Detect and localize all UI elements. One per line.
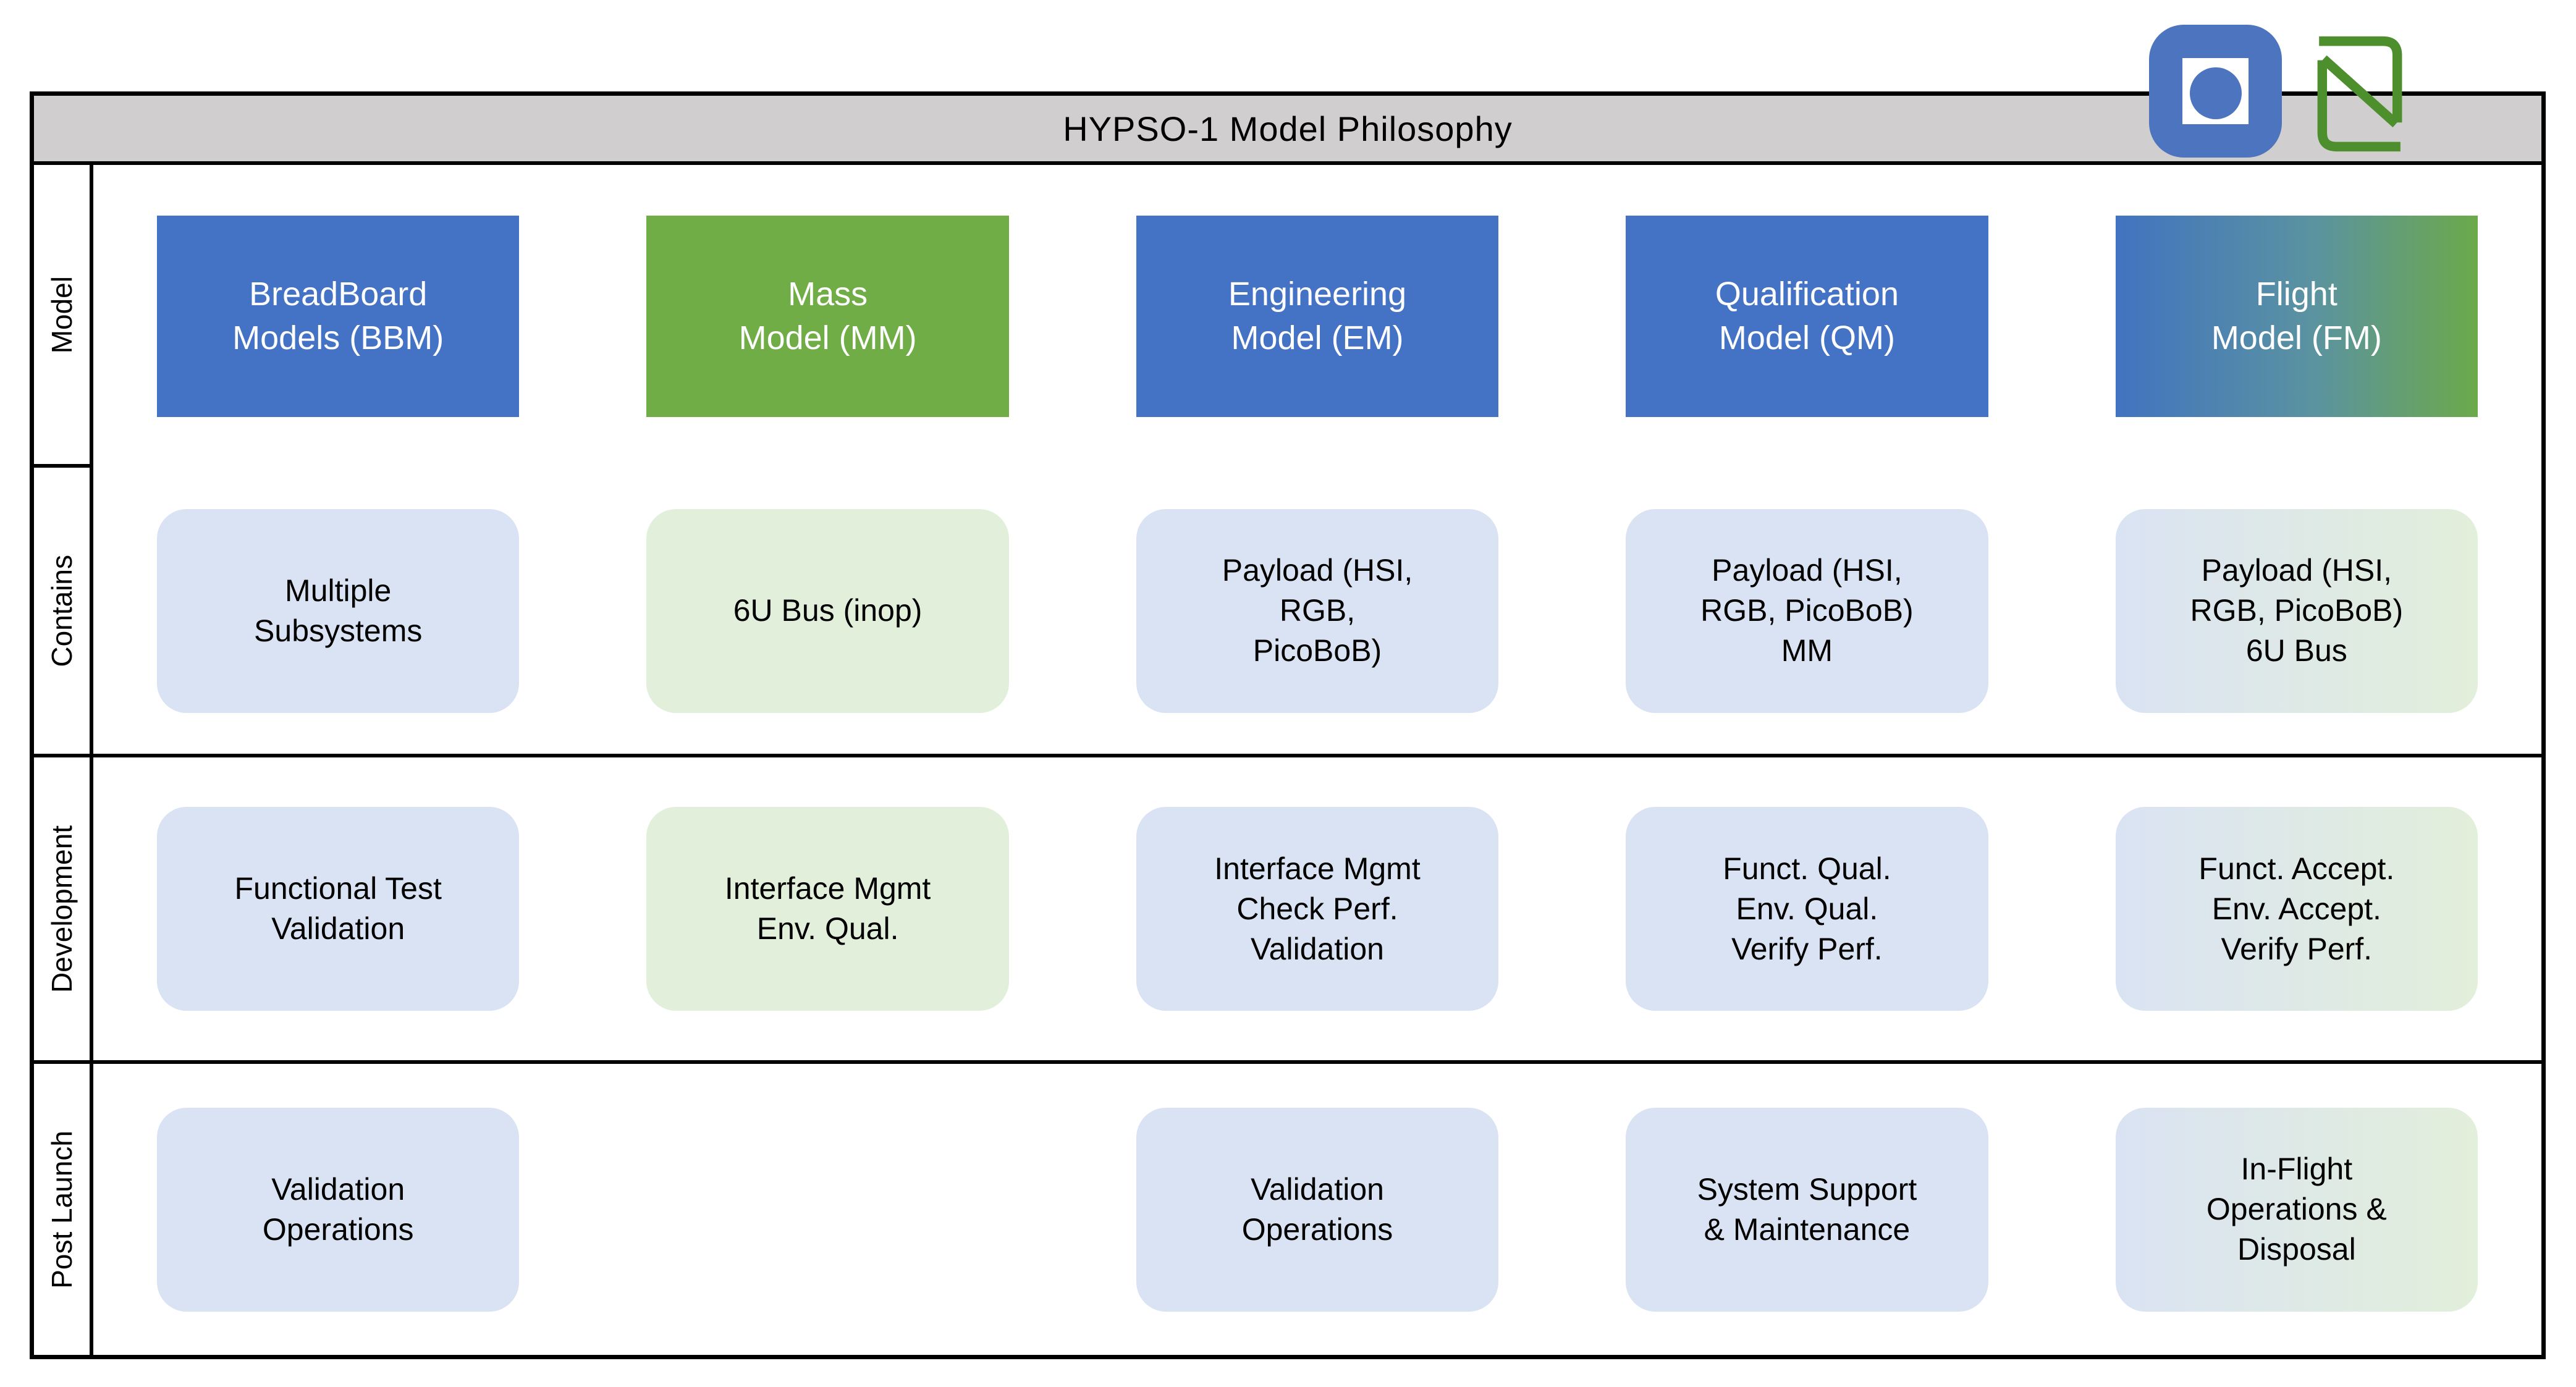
row-label-post-launch-text: Post Launch bbox=[46, 1130, 78, 1289]
cell-slot-contains-em: Payload (HSI, RGB, PicoBoB) bbox=[1073, 468, 1562, 754]
row-label-development-text: Development bbox=[46, 825, 78, 993]
cell-development-qm: Funct. Qual. Env. Qual. Verify Perf. bbox=[1626, 807, 1988, 1011]
cell-contains-em: Payload (HSI, RGB, PicoBoB) bbox=[1136, 508, 1499, 713]
row-label-contains-text: Contains bbox=[46, 554, 78, 667]
row-label-development: Development bbox=[34, 757, 93, 1064]
cell-slot-contains-qm: Payload (HSI, RGB, PicoBoB) MM bbox=[1562, 468, 2051, 754]
row-label-post-launch: Post Launch bbox=[34, 1064, 93, 1355]
row-label-model: Model bbox=[34, 165, 93, 468]
cell-post-launch-qm: System Support & Maintenance bbox=[1626, 1107, 1988, 1312]
row-model: Model BreadBoard Models (BBM) Mass Model… bbox=[34, 165, 2541, 468]
cell-slot-development-bbm: Functional Test Validation bbox=[93, 757, 583, 1060]
row-post-launch: Post Launch Validation Operations Valida… bbox=[34, 1064, 2541, 1355]
page-title: HYPSO-1 Model Philosophy bbox=[34, 96, 2541, 165]
cell-contains-fm: Payload (HSI, RGB, PicoBoB) 6U Bus bbox=[2115, 508, 2478, 713]
row-contains-content: Multiple Subsystems 6U Bus (inop) Payloa… bbox=[93, 468, 2541, 758]
header-box-em: Engineering Model (EM) bbox=[1136, 216, 1499, 418]
cell-slot-development-fm: Funct. Accept. Env. Accept. Verify Perf. bbox=[2052, 757, 2541, 1060]
column-bbm: BreadBoard Models (BBM) bbox=[93, 165, 583, 468]
cell-slot-post-launch-bbm: Validation Operations bbox=[93, 1064, 583, 1355]
header-box-mm: Mass Model (MM) bbox=[646, 216, 1009, 418]
row-development-content: Functional Test Validation Interface Mgm… bbox=[93, 757, 2541, 1064]
cell-slot-post-launch-fm: In-Flight Operations & Disposal bbox=[2052, 1064, 2541, 1355]
cell-slot-contains-fm: Payload (HSI, RGB, PicoBoB) 6U Bus bbox=[2052, 468, 2541, 754]
row-label-model-text: Model bbox=[46, 276, 78, 353]
cell-slot-development-em: Interface Mgmt Check Perf. Validation bbox=[1073, 757, 1562, 1060]
cell-development-em: Interface Mgmt Check Perf. Validation bbox=[1136, 807, 1499, 1011]
column-qm: Qualification Model (QM) bbox=[1562, 165, 2051, 468]
cell-slot-development-mm: Interface Mgmt Env. Qual. bbox=[583, 757, 1072, 1060]
table-body: Model BreadBoard Models (BBM) Mass Model… bbox=[34, 165, 2541, 1355]
cell-post-launch-fm: In-Flight Operations & Disposal bbox=[2115, 1107, 2478, 1312]
cell-contains-bbm: Multiple Subsystems bbox=[157, 508, 520, 713]
row-contains: Contains Multiple Subsystems 6U Bus (ino… bbox=[34, 468, 2541, 758]
header-box-qm: Qualification Model (QM) bbox=[1626, 216, 1988, 418]
cell-slot-post-launch-mm bbox=[583, 1064, 1072, 1355]
header-box-fm: Flight Model (FM) bbox=[2115, 216, 2478, 418]
row-label-contains: Contains bbox=[34, 468, 93, 758]
column-fm: Flight Model (FM) bbox=[2052, 165, 2541, 468]
model-philosophy-table: HYPSO-1 Model Philosophy Model BreadBoar… bbox=[30, 91, 2546, 1359]
cell-development-bbm: Functional Test Validation bbox=[157, 807, 520, 1011]
cell-post-launch-bbm: Validation Operations bbox=[157, 1107, 520, 1312]
cell-post-launch-em: Validation Operations bbox=[1136, 1107, 1499, 1312]
row-development: Development Functional Test Validation I… bbox=[34, 757, 2541, 1064]
cell-contains-mm: 6U Bus (inop) bbox=[646, 508, 1009, 713]
column-mm: Mass Model (MM) bbox=[583, 165, 1072, 468]
cell-development-fm: Funct. Accept. Env. Accept. Verify Perf. bbox=[2115, 807, 2478, 1011]
column-em: Engineering Model (EM) bbox=[1073, 165, 1562, 468]
cell-slot-post-launch-em: Validation Operations bbox=[1073, 1064, 1562, 1355]
cell-development-mm: Interface Mgmt Env. Qual. bbox=[646, 807, 1009, 1011]
cell-slot-post-launch-qm: System Support & Maintenance bbox=[1562, 1064, 2051, 1355]
cell-slot-contains-bbm: Multiple Subsystems bbox=[93, 468, 583, 754]
row-post-launch-content: Validation Operations Validation Operati… bbox=[93, 1064, 2541, 1355]
page-title-text: HYPSO-1 Model Philosophy bbox=[1063, 109, 1513, 148]
header-box-bbm: BreadBoard Models (BBM) bbox=[157, 216, 520, 418]
row-model-content: BreadBoard Models (BBM) Mass Model (MM) … bbox=[93, 165, 2541, 468]
cell-slot-development-qm: Funct. Qual. Env. Qual. Verify Perf. bbox=[1562, 757, 2051, 1060]
cell-slot-contains-mm: 6U Bus (inop) bbox=[583, 468, 1072, 754]
cell-contains-qm: Payload (HSI, RGB, PicoBoB) MM bbox=[1626, 508, 1988, 713]
